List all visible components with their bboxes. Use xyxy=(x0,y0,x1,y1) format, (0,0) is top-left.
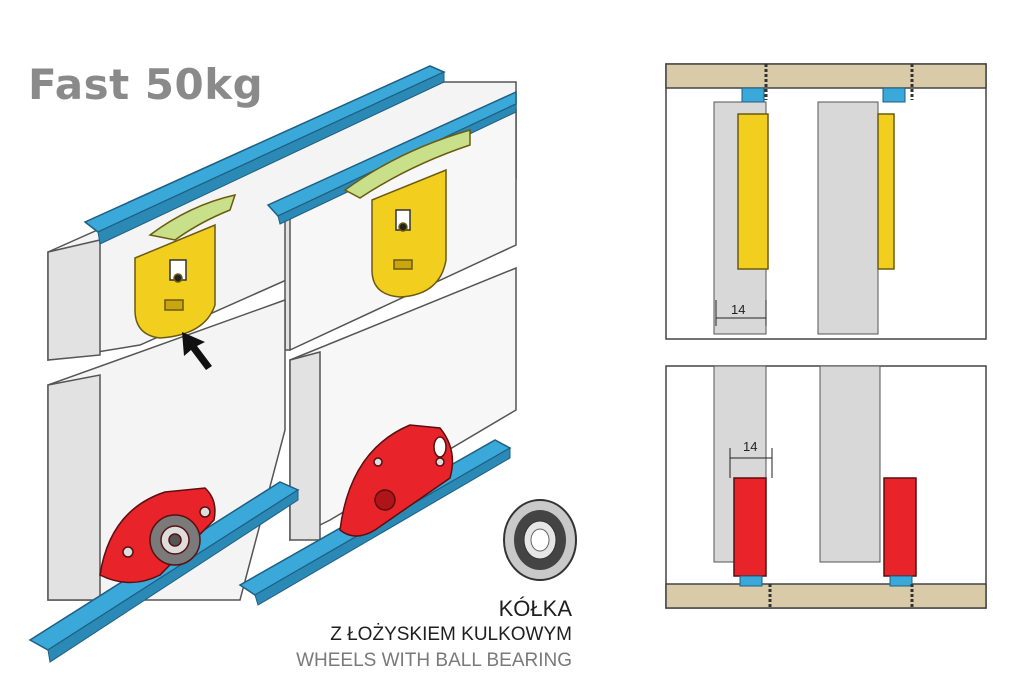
bottom-gap-dimension: 14 xyxy=(743,439,757,454)
hanger-left xyxy=(134,193,237,339)
caption-bearing-en: WHEELS WITH BALL BEARING xyxy=(296,650,572,671)
wheel-bracket-right xyxy=(339,424,454,537)
caption-bearing-pl: Z ŁOŻYSKIEM KULKOWYM xyxy=(330,624,572,645)
hanger-right xyxy=(343,129,471,298)
bottom-section-drawing: 14 xyxy=(665,365,987,609)
ball-bearing-icon xyxy=(503,499,577,581)
caption-wheels-pl: KÓŁKA xyxy=(498,596,572,621)
wheel-bracket-left xyxy=(99,487,216,584)
product-title: Fast 50kg xyxy=(28,60,264,109)
top-section-drawing: 14 xyxy=(665,63,987,340)
top-gap-dimension: 14 xyxy=(731,302,745,317)
arrow-indicator xyxy=(182,332,212,370)
top-rail-back xyxy=(83,65,446,245)
